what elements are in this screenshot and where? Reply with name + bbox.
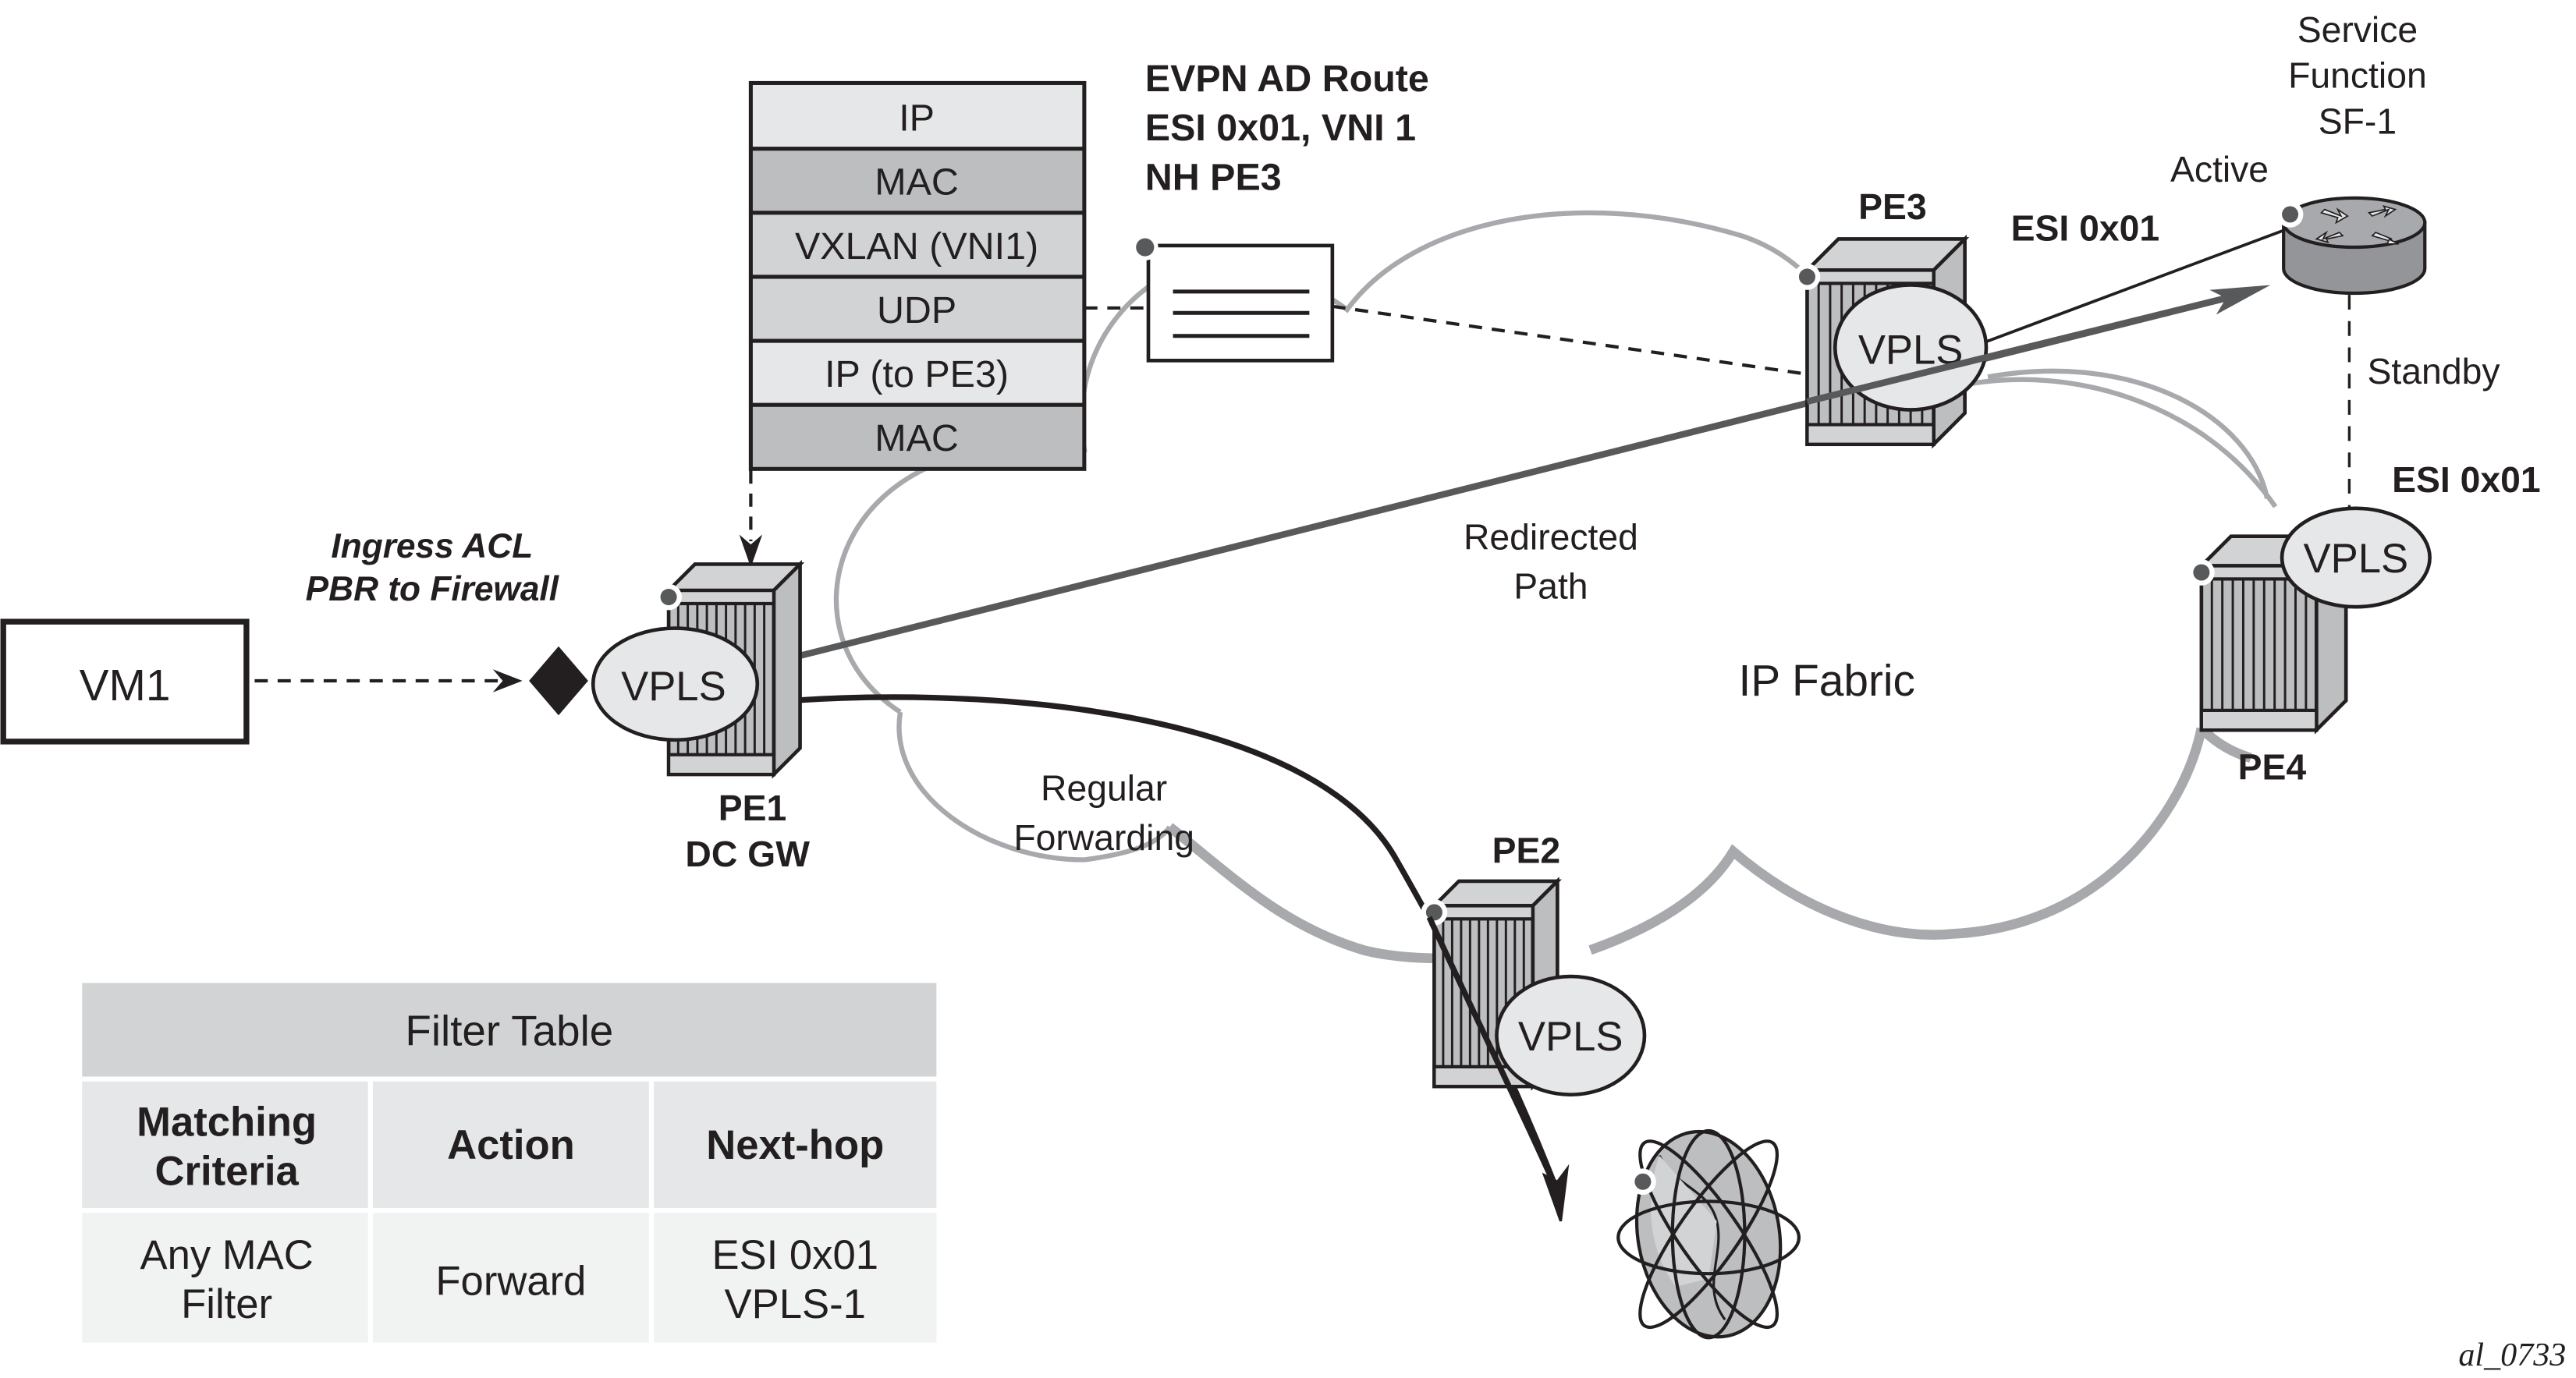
evpn-route-line1: EVPN AD Route [1145,58,1429,100]
pe3-vpls-instance[interactable] [1833,283,1989,412]
pe4-esi-label: ESI 0x01 [2392,459,2541,500]
row-next-hop-line2: VPLS-1 [725,1281,866,1327]
pe3-sf1-active-link [1978,228,2288,346]
vm1-node[interactable]: VM1 [0,618,250,745]
filter-table: Filter Table Matching Criteria Action Ne… [82,983,937,1343]
acl-filter-diamond-icon [529,646,588,716]
ip-fabric-label: IP Fabric [1739,657,1915,706]
filter-table-title: Filter Table [405,1006,613,1054]
evpn-ad-route-label: EVPN AD Route ESI 0x01, VNI 1 NH PE3 [1145,58,1429,198]
vm1-label: VM1 [80,661,171,710]
route-to-pe3-link [1332,304,1816,377]
filter-table-row-cell [654,1213,937,1343]
regular-forwarding-label-line2: Forwarding [1013,817,1194,858]
arrowhead-icon [739,534,763,568]
sf1-label-line1: Service [2297,9,2418,50]
chassis-bar [2199,708,2319,732]
port-dot-icon [2193,564,2210,581]
header-action: Action [447,1122,575,1168]
pe3-name: PE3 [1858,186,1927,227]
sf1-active-label: Active [2170,149,2269,190]
chassis-side [772,559,802,779]
packet-header-stack: IP MAC VXLAN (VNI1) UDP IP (to PE3) MAC [748,80,1087,471]
filter-table-row-cell [373,1213,649,1343]
filter-table-header-cell [373,1081,649,1208]
pe1-role: DC GW [685,834,810,874]
chassis-bar [666,753,775,777]
redirected-path-label-line1: Redirected [1464,517,1638,558]
regular-forwarding-label-line1: Regular [1041,768,1167,809]
acl-label-line1: Ingress ACL [331,527,533,565]
row-next-hop-line1: ESI 0x01 [711,1232,878,1278]
pe4-vpls-label: VPLS [2304,536,2409,582]
pe4-name: PE4 [2238,746,2307,787]
stack-layer-outer-ip: IP (to PE3) [825,353,1009,395]
filter-table-title-bg [82,983,937,1077]
pe1-name: PE1 [719,788,787,828]
redirected-arrowhead-icon [2209,285,2271,315]
chassis-bar [1432,904,1535,921]
figure-id: al_0733 [2458,1337,2566,1373]
stack-layer-bg [750,405,1084,469]
stack-layer-bg [750,148,1084,213]
pe4-vpls-instance[interactable] [2280,506,2432,609]
sf1-label-line2: Function [2288,55,2427,96]
redirected-path-label-line2: Path [1513,566,1588,607]
header-next-hop: Next-hop [706,1122,884,1168]
header-matching-criteria-line2: Criteria [154,1148,299,1194]
internet-globe-icon[interactable] [1616,1120,1801,1348]
route-document-icon [1131,234,1335,363]
filter-table-header-cell [82,1081,368,1208]
row-matching-criteria-line2: Filter [181,1281,272,1327]
regular-forwarding-path-overlay [1426,916,1560,1193]
pe2-vpls-instance[interactable] [1495,974,1647,1096]
stack-layer-mac: MAC [875,161,959,204]
port-dot-icon [1425,904,1442,921]
pe1-vpls-instance[interactable] [591,626,760,742]
stack-layer-bg [750,83,1084,149]
evpn-route-line2: ESI 0x01, VNI 1 [1145,107,1416,149]
sf1-standby-label: Standby [2368,351,2501,391]
evpn-route-line3: NH PE3 [1145,156,1282,198]
port-dot-icon [1798,268,1815,285]
stack-layer-bg [750,276,1084,342]
chassis-bar [1805,268,1936,285]
chassis-front [2199,564,2319,732]
stack-layer-vxlan: VXLAN (VNI1) [795,225,1038,267]
stack-layer-udp: UDP [877,289,956,331]
service-function-router-icon[interactable] [2276,196,2427,296]
header-matching-criteria-line1: Matching [137,1099,317,1145]
redirected-path-overlay [1806,295,2227,406]
row-action: Forward [435,1259,586,1305]
acl-label-line2: PBR to Firewall [306,570,560,608]
pe2-name: PE2 [1492,831,1561,871]
stack-layer-outer-mac: MAC [875,417,959,459]
stack-layer-bg [750,341,1084,406]
pe2-vpls-label: VPLS [1518,1014,1623,1060]
pe3-esi-label: ESI 0x01 [2011,208,2160,249]
stack-layer-ip: IP [899,97,935,140]
sf1-label-line3: SF-1 [2319,101,2397,142]
stack-layer-bg [750,212,1084,277]
filter-table-row-cell [82,1213,368,1343]
arrowhead-icon [492,669,523,693]
port-dot-icon [660,589,677,606]
chassis-bar [1805,423,1936,446]
pe1-vpls-label: VPLS [621,664,726,710]
chassis-bar [666,589,775,606]
row-matching-criteria-line1: Any MAC [140,1232,313,1278]
filter-table-header-cell [654,1081,937,1208]
